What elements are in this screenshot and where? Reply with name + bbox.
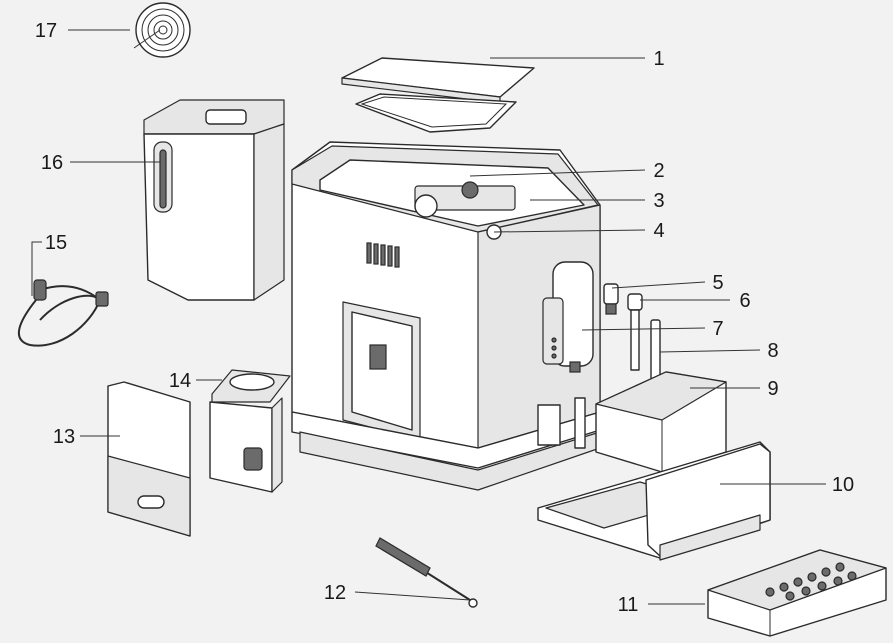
part-15-power-cord (18, 279, 109, 347)
callout-14: 14 (169, 370, 191, 392)
part-7-dispenser (542, 261, 594, 373)
callout-6: 6 (739, 290, 750, 312)
part-10-drip-tray (537, 441, 771, 561)
part-6-tube (627, 293, 643, 371)
callout-7: 7 (712, 318, 723, 340)
callout-12: 12 (324, 582, 346, 604)
part-14-brew-unit (209, 369, 291, 493)
callout-17: 17 (35, 20, 57, 42)
callout-11: 11 (618, 594, 639, 616)
part-17-spiral-disc (135, 2, 191, 58)
callout-13: 13 (53, 426, 75, 448)
callout-8: 8 (767, 340, 778, 362)
part-16-water-tank (143, 99, 285, 301)
callout-5: 5 (712, 272, 723, 294)
machine-body (291, 141, 601, 491)
callout-4: 4 (653, 220, 664, 242)
callout-16: 16 (41, 152, 63, 174)
callout-15: 15 (45, 232, 67, 254)
part-5-connector (603, 283, 619, 315)
part-1-lid (341, 57, 535, 133)
callout-3: 3 (653, 190, 664, 212)
part-11-tray-cover (707, 549, 887, 637)
callout-9: 9 (767, 378, 778, 400)
leader-lines (31, 29, 826, 605)
part-13-door-panel (107, 381, 191, 537)
callout-labels: 17 1 2 3 4 5 6 7 8 9 10 11 12 13 14 15 1… (35, 20, 854, 616)
part-9-container (595, 371, 727, 473)
vent-slots (366, 242, 400, 268)
callout-2: 2 (653, 160, 664, 182)
cover-holes (765, 562, 857, 601)
part-12-brush (375, 537, 478, 608)
callout-1: 1 (653, 48, 664, 70)
callout-10: 10 (832, 474, 854, 496)
